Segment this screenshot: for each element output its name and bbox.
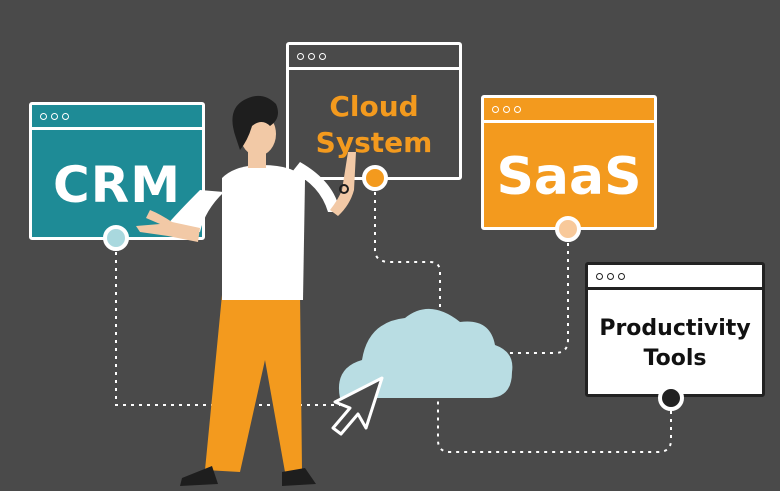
line-crm-cloud bbox=[115, 252, 340, 406]
window-dot-icon bbox=[514, 105, 521, 113]
window-dot-icon bbox=[596, 272, 603, 280]
window-dot-icon bbox=[503, 105, 510, 113]
window-titlebar bbox=[588, 265, 762, 290]
window-dot-icon bbox=[62, 112, 69, 120]
productivity-tools-window[interactable]: Productivity Tools bbox=[585, 262, 765, 397]
line-productivity-cloud bbox=[437, 395, 672, 453]
window-dot-icon bbox=[40, 112, 47, 120]
cloud-system-label: Cloud System bbox=[289, 70, 459, 177]
window-dot-icon bbox=[492, 105, 499, 113]
window-titlebar bbox=[289, 45, 459, 70]
crm-connector-node bbox=[103, 225, 129, 251]
productivity-line1: Productivity bbox=[599, 315, 751, 341]
window-dot-icon bbox=[51, 112, 58, 120]
cloud-system-line1: Cloud bbox=[329, 90, 419, 123]
saas-label: SaaS bbox=[496, 146, 642, 207]
saas-connector-node bbox=[555, 216, 581, 242]
window-titlebar bbox=[484, 98, 654, 123]
cloud-system-connector-node bbox=[362, 165, 388, 191]
crm-label: CRM bbox=[53, 156, 181, 214]
productivity-connector-node bbox=[658, 385, 684, 411]
window-dot-icon bbox=[319, 52, 326, 60]
cloud-system-line2: System bbox=[315, 126, 433, 159]
window-dot-icon bbox=[618, 272, 625, 280]
cloud-system-window[interactable]: Cloud System bbox=[286, 42, 462, 180]
productivity-line2: Tools bbox=[643, 345, 707, 371]
line-saas-cloud bbox=[495, 243, 569, 354]
window-titlebar bbox=[32, 105, 202, 130]
window-dot-icon bbox=[308, 52, 315, 60]
window-dot-icon bbox=[297, 52, 304, 60]
productivity-tools-label: Productivity Tools bbox=[588, 290, 762, 394]
saas-window[interactable]: SaaS bbox=[481, 95, 657, 230]
window-dot-icon bbox=[607, 272, 614, 280]
